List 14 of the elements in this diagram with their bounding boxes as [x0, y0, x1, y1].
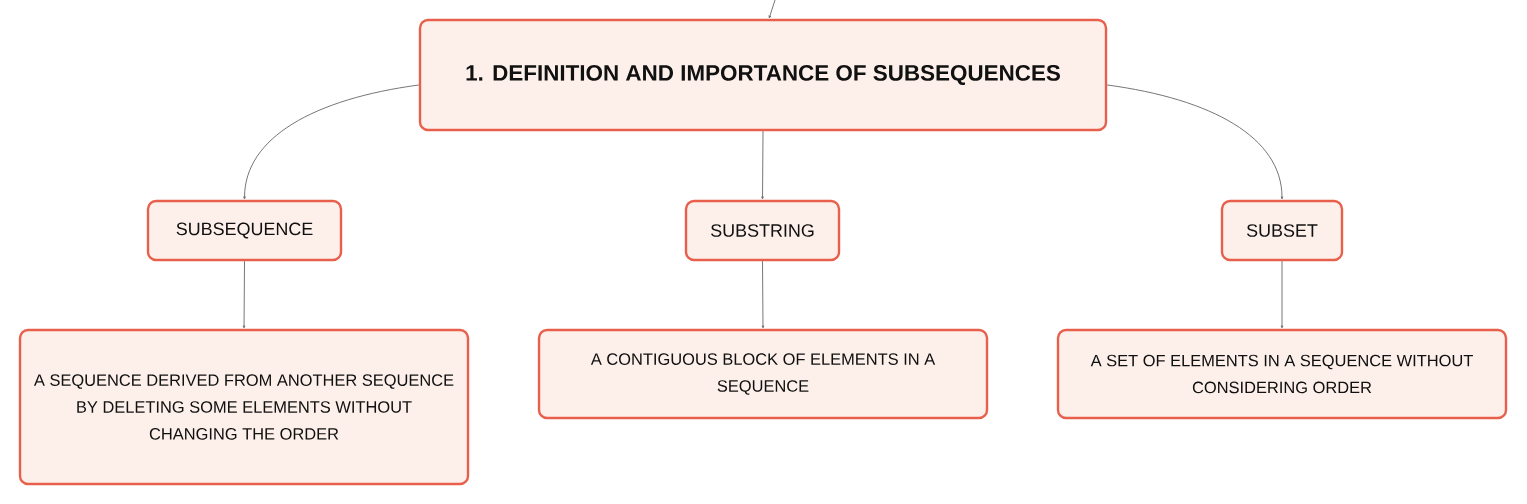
arrow: [242, 260, 246, 329]
arrow: [768, 0, 776, 19]
arrow: [243, 84, 420, 200]
description-box: A SET OF ELEMENTS IN A SEQUENCE WITHOUT CONSIDERING ORDER: [1056, 328, 1508, 420]
arrow: [1106, 84, 1284, 200]
topic-box: SUBSET: [1220, 199, 1344, 262]
description-box: A CONTIGUOUS BLOCK OF ELEMENTS IN A SEQUENCE: [537, 328, 989, 420]
arrow: [761, 260, 765, 329]
arrow: [761, 130, 764, 200]
heading-box: 1. DEFINITION AND IMPORTANCE OF SUBSEQUENCES: [418, 18, 1108, 132]
description-box: A SEQUENCE DERIVED FROM ANOTHER SEQUENCE BY DELETING SOME ELEMENTS WITHOUT CHANGING THE ORDER: [18, 328, 470, 486]
arrow: [1280, 260, 1284, 329]
topic-box: SUBSTRING: [684, 199, 841, 262]
topic-box: SUBSEQUENCE: [146, 199, 343, 262]
